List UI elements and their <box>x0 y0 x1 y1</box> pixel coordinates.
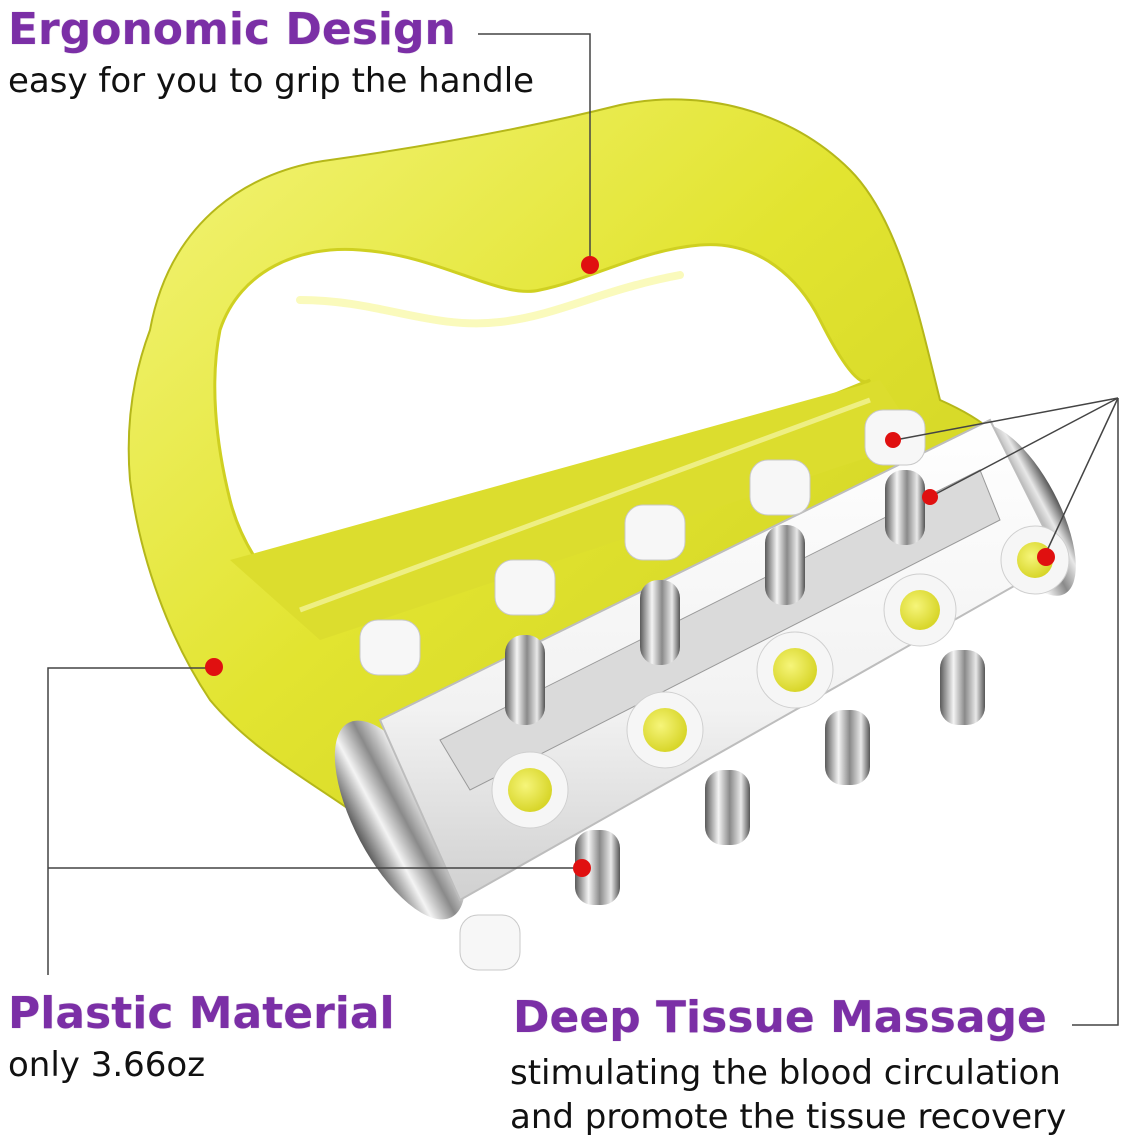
marker-dot <box>922 489 938 505</box>
marker-dot <box>581 256 599 274</box>
marker-dot <box>885 432 901 448</box>
white-nubs <box>359 409 926 971</box>
deep-tissue-leader <box>1072 398 1119 1026</box>
plastic-material-heading: Plastic Material <box>8 988 395 1039</box>
deep-tissue-massage-text-line-1: stimulating the blood circulation <box>510 1053 1061 1093</box>
deep-tissue-massage-heading: Deep Tissue Massage <box>513 992 1047 1043</box>
marker-dots <box>205 256 1055 877</box>
handle <box>127 98 1012 892</box>
marker-dot <box>573 859 591 877</box>
ergonomic-leader <box>478 33 591 262</box>
chrome-pins <box>505 470 985 905</box>
marker-dot <box>1037 548 1055 566</box>
marker-dot <box>205 658 223 676</box>
deep-tissue-massage-text-line-2: and promote the tissue recovery <box>510 1097 1067 1137</box>
plastic-material-text: only 3.66oz <box>8 1045 206 1085</box>
ergonomic-design-text: easy for you to grip the handle <box>8 61 535 101</box>
leader-lines <box>47 33 1119 1026</box>
plastic-leader <box>47 667 210 975</box>
ergonomic-design-heading: Ergonomic Design <box>8 4 456 55</box>
yellow-nubs <box>491 525 1070 829</box>
